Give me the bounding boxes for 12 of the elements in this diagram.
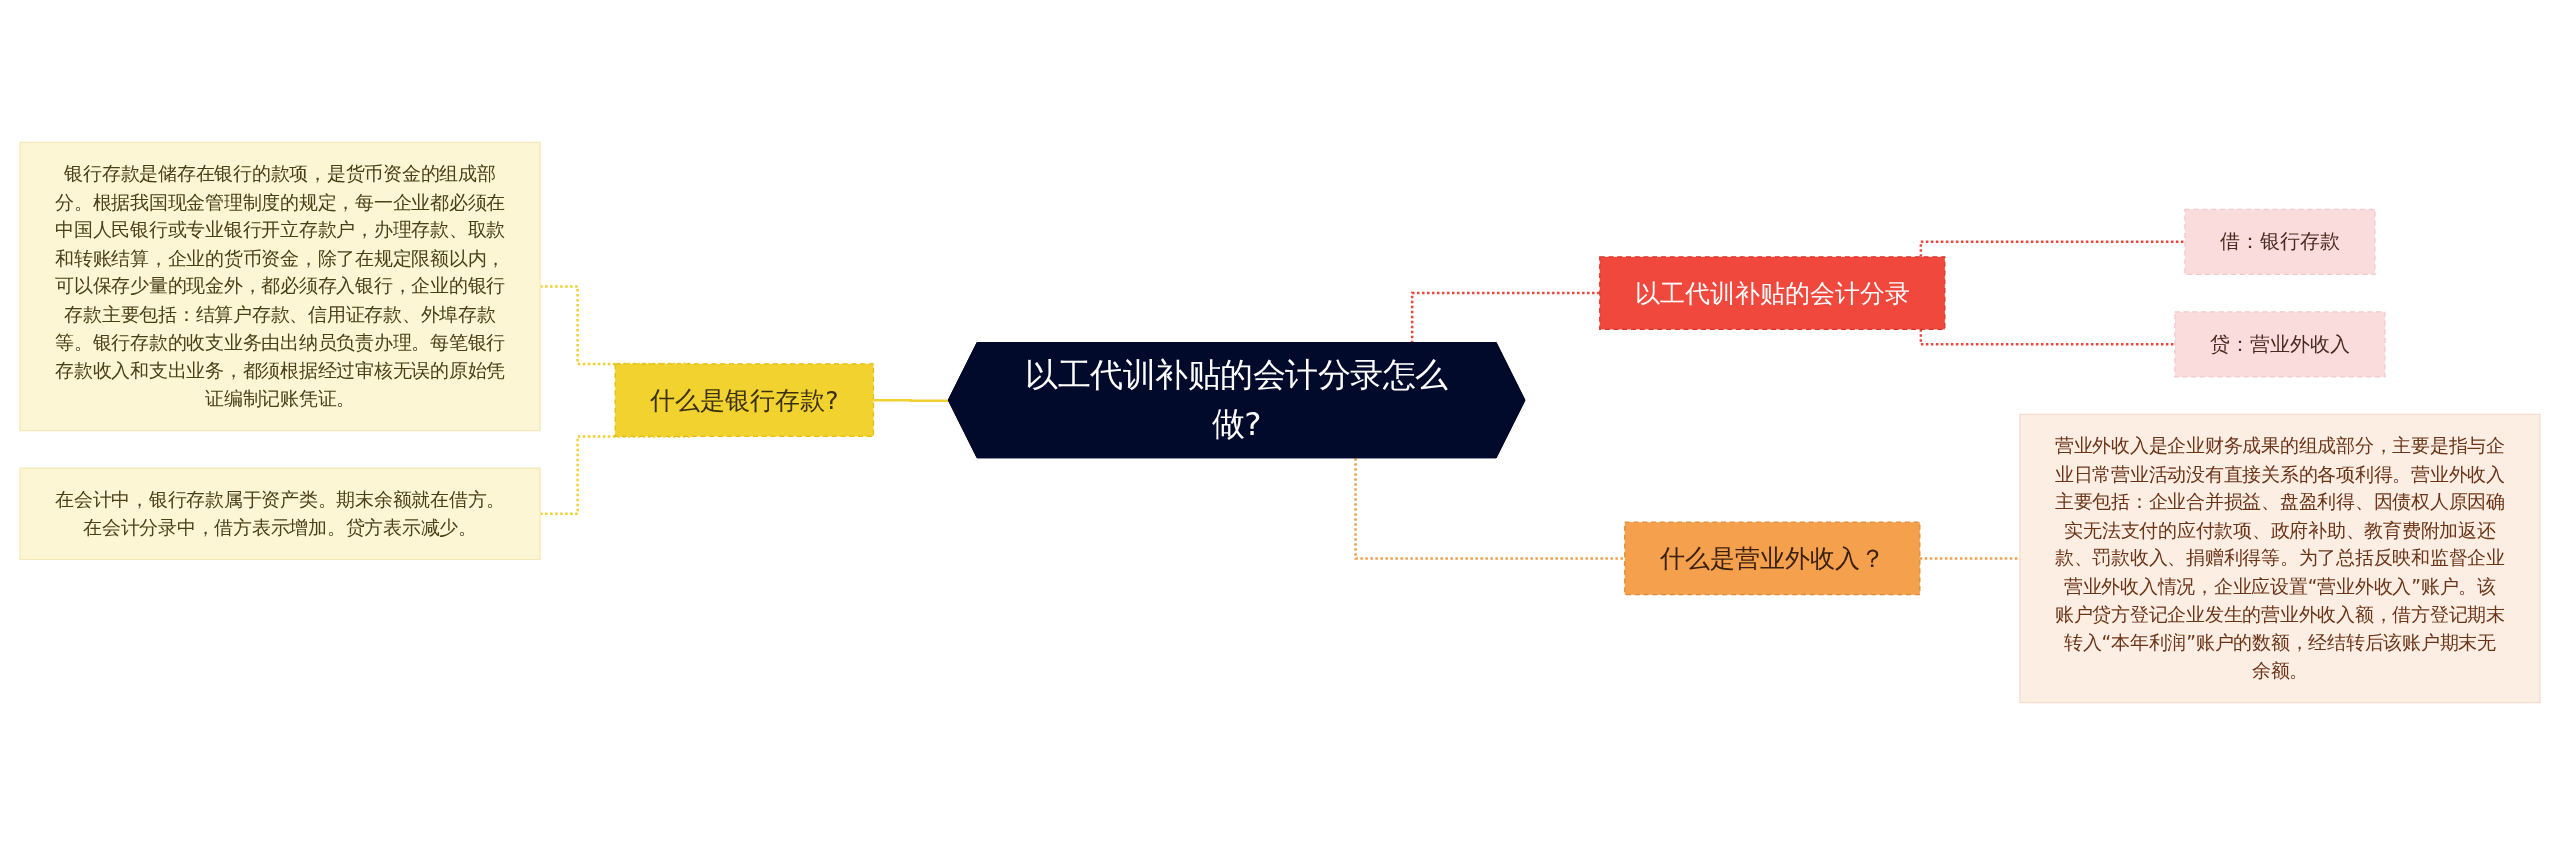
node-box: 借：银行存款 [2184, 208, 2376, 275]
node-box: 贷：营业外收入 [2174, 311, 2386, 378]
node-box: 以工代训补贴的会计分录 [1599, 256, 1946, 330]
node-box: 什么是银行存款? [614, 363, 875, 438]
connector [1919, 240, 2185, 257]
node-box: 什么是营业外收入？ [1624, 521, 1921, 596]
connector [1354, 458, 1625, 560]
node-box: 银行存款是储存在银行的款项，是货币资金的组成部分。根据我国现金管理制度的规定，每一企业都必须在中国人民银行或专业银行开立存款户，办理存款、取款和转账结算，企业的货币资金，除了在规定限额以内，可以保存少量的现金外，都必须存入银行，企业的银行存款主要包括：结算户存款、信用证存款、外埠存款等。银行存款的收支业务由出纳员负责办理。每笔银行存款收入和支出业务，都须根据经过审核无误的原始凭证编制记账凭证。 [19, 141, 541, 432]
connector [1919, 329, 2175, 346]
connector [1410, 291, 1600, 344]
node-box: 在会计中，银行存款属于资产类。期末余额就在借方。在会计分录中，借方表示增加。贷方表示减少。 [19, 467, 541, 561]
node-box: 营业外收入是企业财务成果的组成部分，主要是指与企业日常营业活动没有直接关系的各项利得。营业外收入主要包括：企业合并损益、盘盈利得、因债权人原因确实无法支付的应付款项、政府补助、教育费附加返还款、罚款收入、捐赠利得等。为了总括反映和监督企业营业外收入情况，企业应设置“营业外收入”账户。该账户贷方登记企业发生的营业外收入额，借方登记期末转入“本年利润”账户的数额，经结转后该账户期末无余额。 [2019, 413, 2541, 704]
